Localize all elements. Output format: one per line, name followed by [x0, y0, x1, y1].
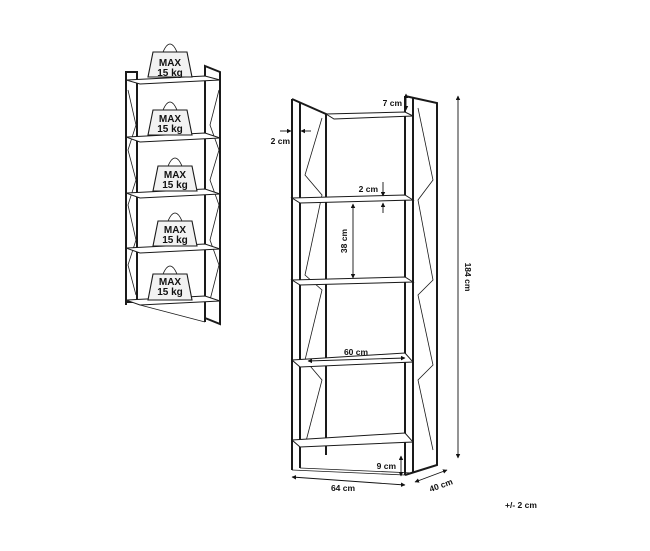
dim-height: 184 cm: [455, 95, 473, 459]
dim-shelf-thickness: 2 cm: [359, 182, 386, 213]
dimension-shelf: [290, 95, 438, 476]
weight-load-label: 15 kg: [157, 287, 183, 298]
weight-icon: MAX 15 kg: [152, 157, 198, 192]
weight-load-label: 15 kg: [157, 68, 183, 79]
svg-text:9 cm: 9 cm: [377, 461, 397, 471]
weight-max-label: MAX: [159, 114, 182, 125]
weight-icon: MAX 15 kg: [147, 101, 193, 136]
svg-text:60 cm: 60 cm: [344, 347, 369, 357]
shelf-2: [290, 194, 415, 204]
weight-icon: MAX 15 kg: [152, 212, 198, 247]
weight-max-label: MAX: [164, 225, 187, 236]
tolerance-note: +/- 2 cm: [505, 500, 537, 510]
weight-max-label: MAX: [164, 170, 187, 181]
weight-icon: MAX 15 kg: [147, 43, 193, 79]
svg-text:2 cm: 2 cm: [359, 184, 379, 194]
weight-max-label: MAX: [159, 58, 182, 69]
svg-text:64 cm: 64 cm: [331, 483, 356, 493]
dim-bottom-gap: 9 cm: [377, 455, 404, 477]
weight-load-label: 15 kg: [157, 124, 183, 135]
shelf-1: [324, 111, 414, 120]
dim-shelf-width: 60 cm: [307, 347, 406, 364]
dim-width: 64 cm: [291, 475, 406, 493]
weight-load-label: 15 kg: [162, 235, 188, 246]
svg-text:2 cm: 2 cm: [271, 136, 291, 146]
dim-top-gap: 7 cm: [383, 93, 409, 111]
shelf-3: [290, 276, 415, 286]
weight-icon: MAX 15 kg: [147, 265, 193, 301]
svg-text:40 cm: 40 cm: [428, 476, 454, 494]
svg-text:184 cm: 184 cm: [463, 263, 473, 292]
svg-text:38 cm: 38 cm: [339, 229, 349, 254]
svg-text:7 cm: 7 cm: [383, 98, 403, 108]
dim-shelf-spacing: 38 cm: [339, 203, 356, 279]
shelf-5: [290, 432, 415, 448]
weight-load-label: 15 kg: [162, 180, 188, 191]
dim-side-offset: 2 cm: [271, 128, 311, 146]
weight-max-label: MAX: [159, 277, 182, 288]
dim-depth: 40 cm: [414, 469, 454, 494]
